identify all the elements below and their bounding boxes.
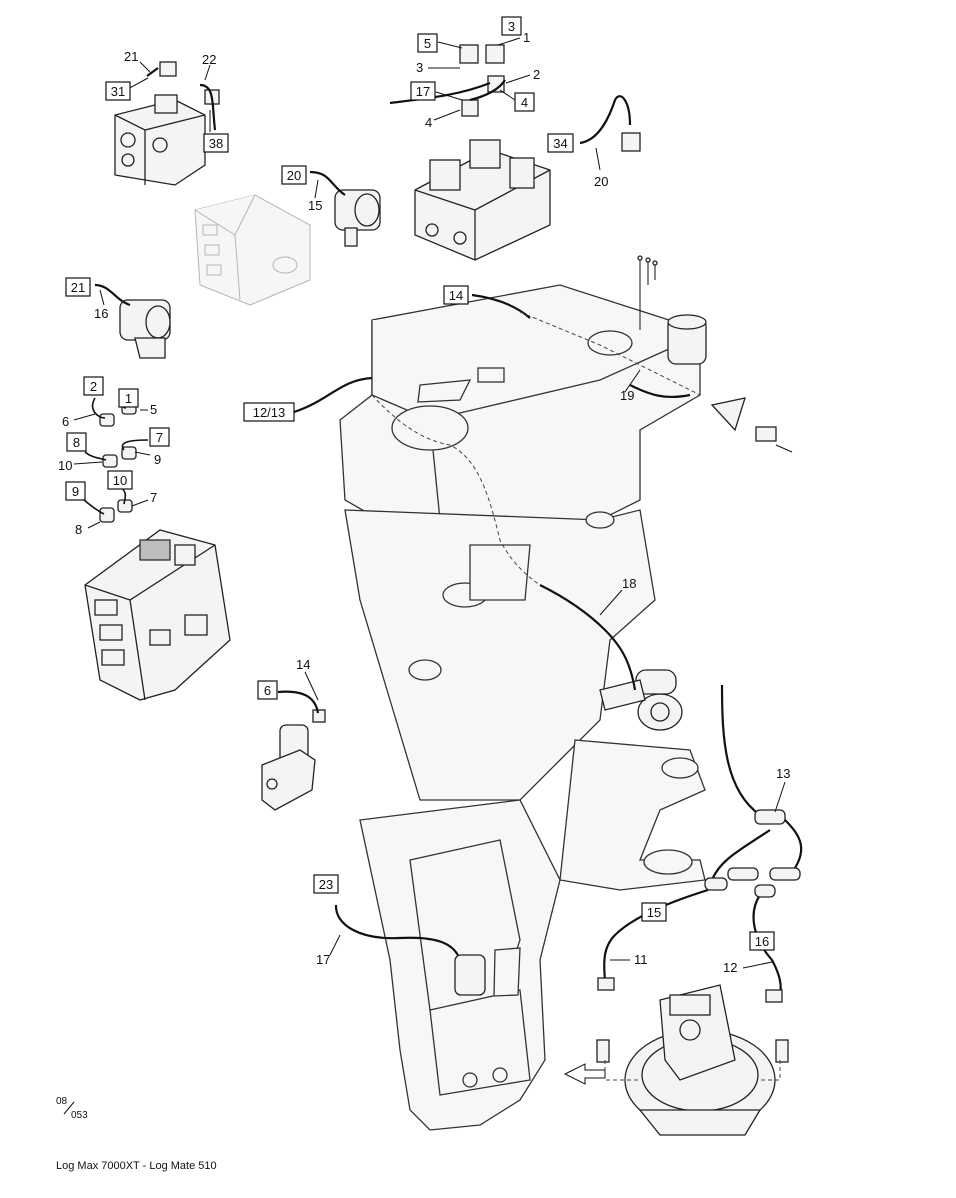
- callout-5: 5: [417, 33, 438, 53]
- callout-3: 3: [501, 16, 522, 36]
- main-frame: [339, 284, 706, 1131]
- label-21-top: 21: [124, 49, 138, 64]
- label-11: 11: [634, 952, 648, 967]
- callout-10: 10: [107, 470, 133, 490]
- label-13: 13: [776, 766, 790, 781]
- callout-31: 31: [105, 81, 131, 101]
- svg-text:2: 2: [90, 379, 97, 394]
- callout-21: 21: [65, 277, 91, 297]
- callout-34: 34: [547, 133, 574, 153]
- sheet-number-top: 08: [56, 1096, 68, 1107]
- label-22: 22: [202, 52, 216, 67]
- solenoid-valve-6: [261, 709, 326, 811]
- label-15-top: 15: [308, 198, 322, 213]
- label-7: 7: [150, 490, 157, 505]
- callout-8: 8: [66, 432, 87, 452]
- label-2: 2: [533, 67, 540, 82]
- svg-text:38: 38: [209, 136, 223, 151]
- svg-text:14: 14: [449, 288, 463, 303]
- label-12: 12: [723, 960, 737, 975]
- cables: [83, 67, 803, 996]
- svg-text:31: 31: [111, 84, 125, 99]
- callout-20: 20: [281, 165, 307, 185]
- cable-connectors: [454, 809, 801, 1063]
- callout-2: 2: [83, 376, 104, 396]
- connector-group-left: [99, 401, 137, 523]
- svg-text:20: 20: [287, 168, 301, 183]
- valve-assembly-top-center: [414, 44, 551, 261]
- callout-4: 4: [514, 92, 535, 112]
- svg-text:4: 4: [521, 95, 528, 110]
- label-17: 17: [316, 952, 330, 967]
- svg-text:12/13: 12/13: [253, 405, 286, 420]
- svg-text:16: 16: [755, 934, 769, 949]
- label-19: 19: [620, 388, 634, 403]
- bracket-19: [667, 314, 793, 453]
- callout-17: 17: [410, 81, 436, 101]
- callout-23: 23: [313, 874, 339, 894]
- sheet-number-slash: [63, 1101, 75, 1115]
- label-18: 18: [622, 576, 636, 591]
- manifold-ghost: [194, 194, 311, 306]
- svg-text:3: 3: [508, 19, 515, 34]
- label-16-left: 16: [94, 306, 108, 321]
- svg-text:10: 10: [113, 473, 127, 488]
- connector-34: [621, 132, 641, 152]
- screws-top-right: [637, 255, 658, 330]
- label-6-left: 6: [62, 414, 69, 429]
- svg-text:8: 8: [73, 435, 80, 450]
- label-4: 4: [425, 115, 432, 130]
- callout-16: 16: [749, 931, 775, 951]
- sheet-number-bottom: 053: [71, 1110, 88, 1121]
- svg-text:7: 7: [156, 430, 163, 445]
- callout-6: 6: [257, 680, 278, 700]
- svg-text:15: 15: [647, 905, 661, 920]
- label-20-right: 20: [594, 174, 608, 189]
- label-3: 3: [416, 60, 423, 75]
- callout-38: 38: [203, 133, 229, 153]
- svg-text:6: 6: [264, 683, 271, 698]
- callout-7: 7: [149, 427, 170, 447]
- direction-arrow: [563, 1063, 606, 1085]
- valve-block-top-left: [114, 61, 220, 186]
- label-5: 5: [150, 402, 157, 417]
- valve-block-left: [84, 529, 231, 701]
- callout-9: 9: [65, 481, 86, 501]
- svg-text:9: 9: [72, 484, 79, 499]
- label-8: 8: [75, 522, 82, 537]
- callout-1: 1: [118, 388, 139, 408]
- footer-model-text: Log Max 7000XT - Log Mate 510: [56, 1160, 217, 1172]
- svg-text:1: 1: [125, 391, 132, 406]
- label-1: 1: [523, 30, 530, 45]
- routing-dashes: [371, 311, 781, 1081]
- callout-14: 14: [443, 285, 469, 305]
- solenoid-21: [119, 299, 171, 359]
- solenoid-20: [334, 189, 381, 247]
- svg-text:23: 23: [319, 877, 333, 892]
- rotator-motor: [624, 984, 776, 1136]
- callout-12-13: 12/13: [243, 402, 295, 422]
- sensor-18: [599, 669, 683, 731]
- svg-text:21: 21: [71, 280, 85, 295]
- svg-text:34: 34: [553, 136, 567, 151]
- label-14-lower: 14: [296, 657, 310, 672]
- svg-text:5: 5: [424, 36, 431, 51]
- leader-lines: [73, 32, 786, 969]
- svg-text:17: 17: [416, 84, 430, 99]
- callout-15: 15: [641, 902, 667, 922]
- label-10-left: 10: [58, 458, 72, 473]
- label-9: 9: [154, 452, 161, 467]
